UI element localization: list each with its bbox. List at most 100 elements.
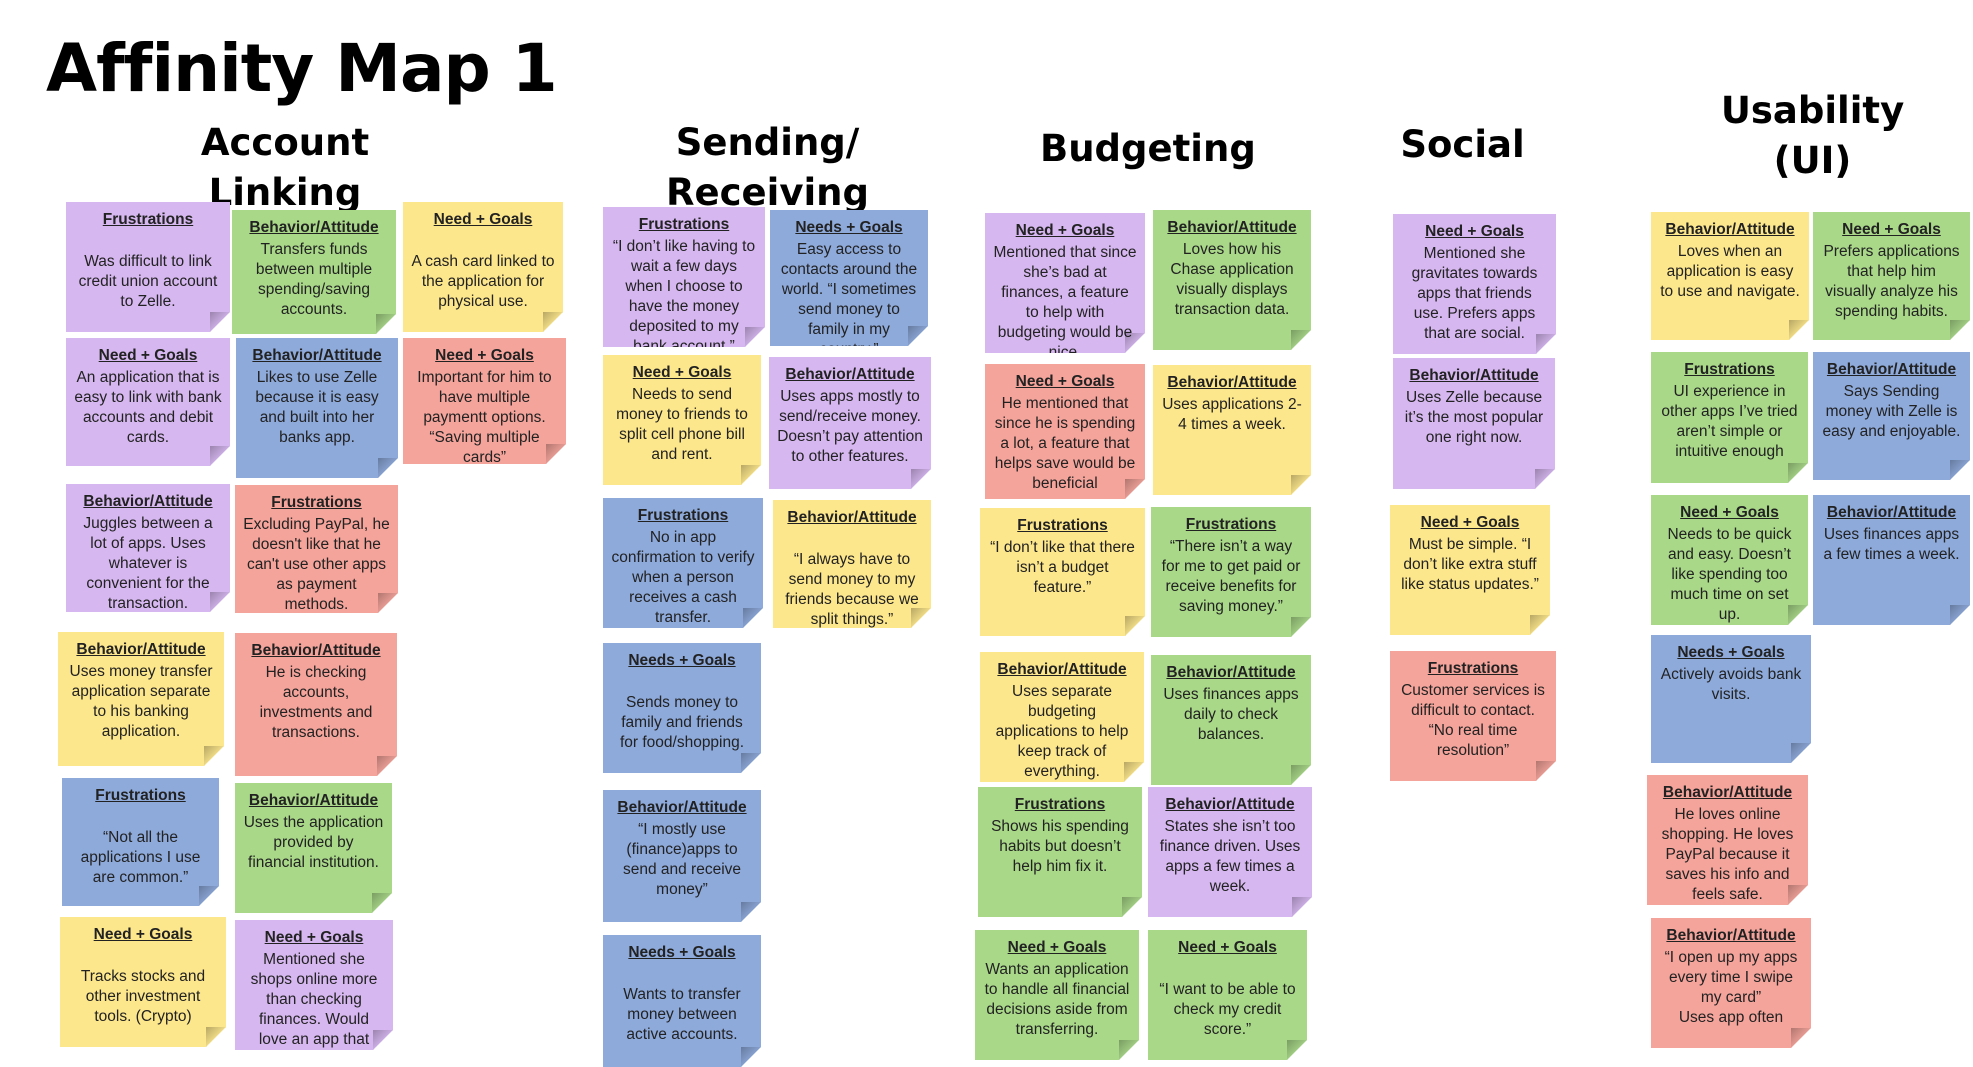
note-text: A cash card linked to the application fo… [411, 253, 555, 310]
note-category: Need + Goals [98, 347, 198, 364]
note-text: He loves online shopping. He loves PayPa… [1661, 806, 1794, 903]
header-budgeting: Budgeting [1040, 127, 1256, 170]
note-category: Needs + Goals [628, 652, 736, 669]
note-category: Need + Goals [93, 926, 193, 943]
header-sending-receiving: Sending/ Receiving [666, 121, 869, 214]
note-text: He mentioned that since he is spending a… [994, 395, 1136, 492]
note-text: Uses Zelle because it’s the most popular… [1404, 389, 1544, 446]
note-text: UI experience in other apps I’ve tried a… [1661, 383, 1798, 460]
note-text: He is checking accounts, investments and… [259, 664, 373, 741]
note-category: Need + Goals [1420, 514, 1520, 531]
note-text: Wants an application to handle all finan… [984, 961, 1130, 1038]
note-category: Needs + Goals [795, 219, 903, 236]
note-text: Mentioned she gravitates towards apps th… [1411, 245, 1538, 342]
note-category: Behavior/Attitude [1666, 927, 1796, 944]
note-text: Uses finances apps a few times a week. [1823, 526, 1960, 563]
note-text: Uses separate budgeting applications to … [995, 683, 1129, 780]
sticky-note: Need + Goals “I want to be able to check… [1148, 930, 1307, 1060]
note-text: “I want to be able to check my credit sc… [1159, 981, 1296, 1038]
note-category: Frustrations [637, 507, 729, 524]
sticky-note: Behavior/Attitude He is checking accounts… [235, 633, 397, 776]
note-category: Behavior/Attitude [1826, 361, 1957, 378]
note-category: Need + Goals [435, 347, 534, 364]
note-category: Need + Goals [264, 929, 364, 946]
note-category: Behavior/Attitude [1665, 221, 1795, 238]
note-text: Needs to be quick and easy. Doesn’t like… [1667, 526, 1792, 623]
note-text: “I don’t like having to wait a few days … [612, 238, 756, 347]
note-text: Transfers funds between multiple spendin… [255, 241, 373, 318]
note-text: Uses apps mostly to send/receive money. … [777, 388, 923, 465]
sticky-note: Behavior/Attitude“I open up my apps ever… [1651, 918, 1811, 1048]
sticky-note: Need + Goals An application that is easy … [66, 338, 230, 466]
note-category: Behavior/Attitude [787, 509, 917, 526]
note-category: Behavior/Attitude [1167, 374, 1297, 391]
note-category: Frustrations [1017, 517, 1108, 534]
note-category: Behavior/Attitude [1166, 664, 1296, 681]
note-category: Frustrations [1185, 516, 1277, 533]
note-text: Customer services is difficult to contac… [1401, 682, 1545, 759]
note-text: Sends money to family and friends for fo… [619, 694, 745, 751]
note-text: Excluding PayPal, he doesn't like that h… [243, 516, 390, 613]
note-category: Behavior/Attitude [1165, 796, 1295, 813]
note-text: “I mostly use (finance)apps to send and … [622, 821, 742, 898]
note-category: Behavior/Attitude [248, 792, 379, 809]
note-category: Behavior/Attitude [997, 661, 1127, 678]
note-text: No in app confirmation to verify when a … [611, 529, 755, 626]
note-text: Likes to use Zelle because it is easy an… [255, 369, 379, 446]
note-category: Need + Goals [1680, 504, 1779, 521]
note-text: An application that is easy to link with… [74, 369, 222, 446]
note-text: “I always have to send money to my frien… [785, 551, 919, 628]
note-text: Needs to send money to friends to split … [616, 386, 748, 463]
note-category: Need + Goals [433, 211, 533, 228]
header-usability-line2: (UI) [1773, 139, 1852, 182]
note-text: States she isn’t too finance driven. Use… [1159, 818, 1301, 895]
note-category: Need + Goals [1015, 222, 1115, 239]
note-text: Uses finances apps daily to check balanc… [1163, 686, 1299, 743]
note-category: Behavior/Attitude [1409, 367, 1539, 384]
note-category: Needs + Goals [1677, 644, 1785, 661]
note-category: Behavior/Attitude [83, 493, 213, 510]
note-text: “I don’t like that there isn’t a budget … [990, 539, 1135, 596]
sticky-note: Frustrations UI experience in other apps … [1651, 352, 1808, 483]
note-text: Uses applications 2-4 times a week. [1162, 396, 1302, 433]
note-category: Frustrations [1684, 361, 1775, 378]
note-category: Frustrations [95, 787, 186, 804]
note-category: Behavior/Attitude [251, 642, 381, 659]
header-social: Social [1400, 123, 1525, 166]
note-text: Loves when an application is easy to use… [1660, 243, 1800, 300]
note-text: Wants to transfer money between active a… [623, 986, 741, 1043]
sticky-note: Frustrations “I don’t like that there isn… [980, 508, 1145, 636]
header-usability: Usability (UI) [1720, 86, 1905, 186]
note-text: Prefers applications that help him visua… [1823, 243, 1960, 320]
note-text: Uses money transfer application separate… [69, 663, 213, 740]
note-category: Behavior/Attitude [76, 641, 206, 658]
note-text: Mentioned that since she’s bad at financ… [993, 244, 1137, 353]
note-text: Actively avoids bank visits. [1660, 666, 1802, 703]
note-category: Need + Goals [1007, 939, 1107, 956]
note-text: Shows his spending habits but doesn’t he… [991, 818, 1129, 875]
